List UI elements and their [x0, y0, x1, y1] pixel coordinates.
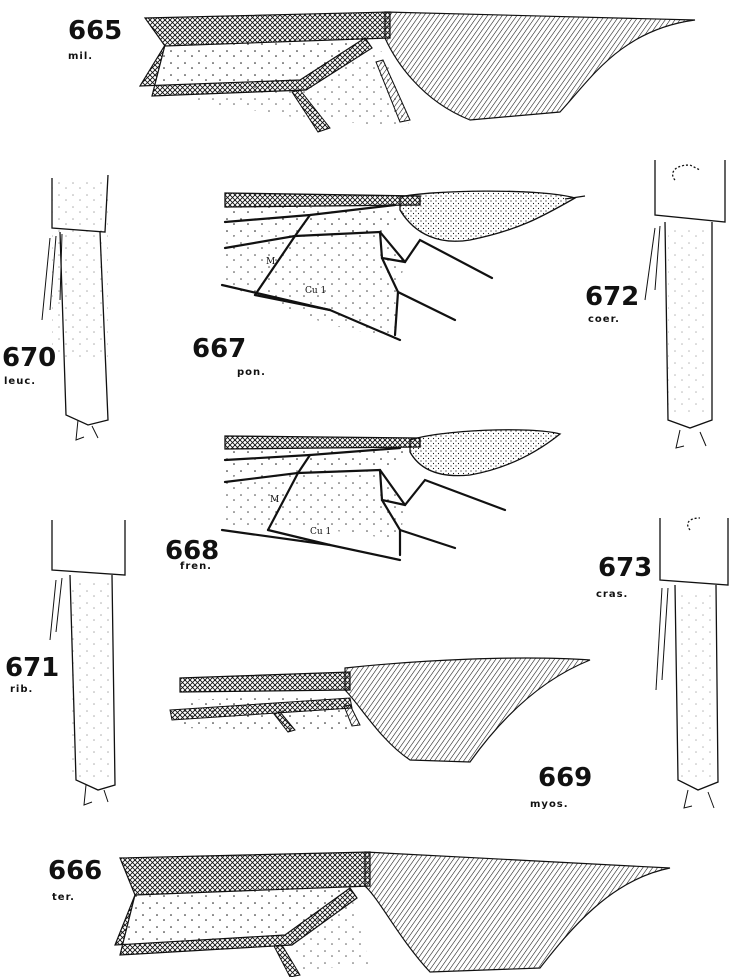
fig665-wing-drawing	[140, 12, 695, 132]
fig665-abbr: mil.	[68, 52, 93, 62]
fig669-number: 669	[538, 765, 592, 791]
fig666-number: 666	[48, 858, 102, 884]
fig673-abbr: cras.	[596, 590, 628, 600]
fig667-vein-cu-label: Cu 1	[305, 287, 326, 296]
fig670-number: 670	[2, 345, 56, 371]
fig669-wing-drawing	[170, 658, 590, 762]
fig665-number: 665	[68, 18, 122, 44]
fig670-abbr: leuc.	[4, 377, 36, 387]
fig669-abbr: myos.	[530, 800, 569, 810]
fig668-vein-cu-label: Cu 1	[310, 528, 331, 537]
fig668-abbr: fren.	[180, 562, 212, 572]
fig667-abbr: pon.	[237, 368, 266, 378]
fig673-number: 673	[598, 555, 652, 581]
fig671-abbr: rib.	[10, 685, 33, 695]
fig670-leg-drawing	[42, 175, 108, 440]
fig667-wing-drawing	[222, 191, 585, 340]
fig672-number: 672	[585, 284, 639, 310]
fig672-leg-drawing	[645, 160, 725, 448]
fig673-leg-drawing	[656, 518, 728, 808]
fig672-abbr: coer.	[588, 315, 620, 325]
fig666-abbr: ter.	[52, 893, 75, 903]
fig668-vein-m-label: M	[270, 496, 279, 505]
fig667-vein-m-label: M	[266, 258, 275, 267]
fig667-number: 667	[192, 336, 246, 362]
fig666-wing-drawing	[115, 852, 670, 977]
fig671-leg-drawing	[50, 520, 125, 805]
fig671-number: 671	[5, 655, 59, 681]
